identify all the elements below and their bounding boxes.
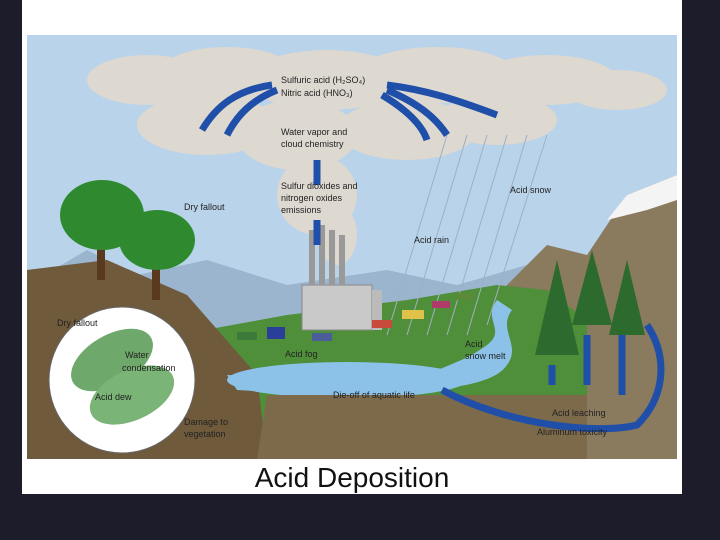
slide-frame: Sulfuric acid (H₂SO₄) Nitric acid (HNO₃)… <box>22 0 682 494</box>
label-leaf-dry-fallout: Dry fallout <box>57 318 98 328</box>
label-damage-2: vegetation <box>184 429 226 439</box>
label-vapor-2: cloud chemistry <box>281 139 344 149</box>
label-aquatic: Die-off of aquatic life <box>333 390 415 400</box>
label-snow-melt-2: snow melt <box>465 351 506 361</box>
cars <box>237 293 473 341</box>
label-leaf-water-1: Water <box>125 350 149 360</box>
pine-trees <box>535 250 645 355</box>
snow-cap <box>607 175 677 220</box>
label-aluminum: Aluminum toxicity <box>537 427 608 437</box>
label-nitric: Nitric acid (HNO₃) <box>281 88 353 98</box>
label-sulfur-3: emissions <box>281 205 322 215</box>
label-acid-rain: Acid rain <box>414 235 449 245</box>
label-sulfuric: Sulfuric acid (H₂SO₄) <box>281 75 365 85</box>
acid-deposition-diagram: Sulfuric acid (H₂SO₄) Nitric acid (HNO₃)… <box>27 35 677 459</box>
label-acid-fog: Acid fog <box>285 349 318 359</box>
label-leaching: Acid leaching <box>552 408 606 418</box>
leaf-inset <box>48 306 196 454</box>
flow-arrows <box>198 81 665 433</box>
label-leaf-dew: Acid dew <box>95 392 132 402</box>
label-acid-snow: Acid snow <box>510 185 552 195</box>
lake <box>227 362 467 398</box>
slide-caption: Acid Deposition <box>254 462 450 493</box>
soil <box>257 395 587 459</box>
label-sulfur-1: Sulfur dioxides and <box>281 181 358 191</box>
label-vapor-1: Water vapor and <box>281 127 347 137</box>
label-damage-1: Damage to <box>184 417 228 427</box>
label-leaf-water-2: condensation <box>122 363 176 373</box>
label-dry-fallout: Dry fallout <box>184 202 225 212</box>
left-trees <box>60 180 195 300</box>
factory <box>301 225 382 331</box>
label-sulfur-2: nitrogen oxides <box>281 193 343 203</box>
label-snow-melt-1: Acid <box>465 339 483 349</box>
